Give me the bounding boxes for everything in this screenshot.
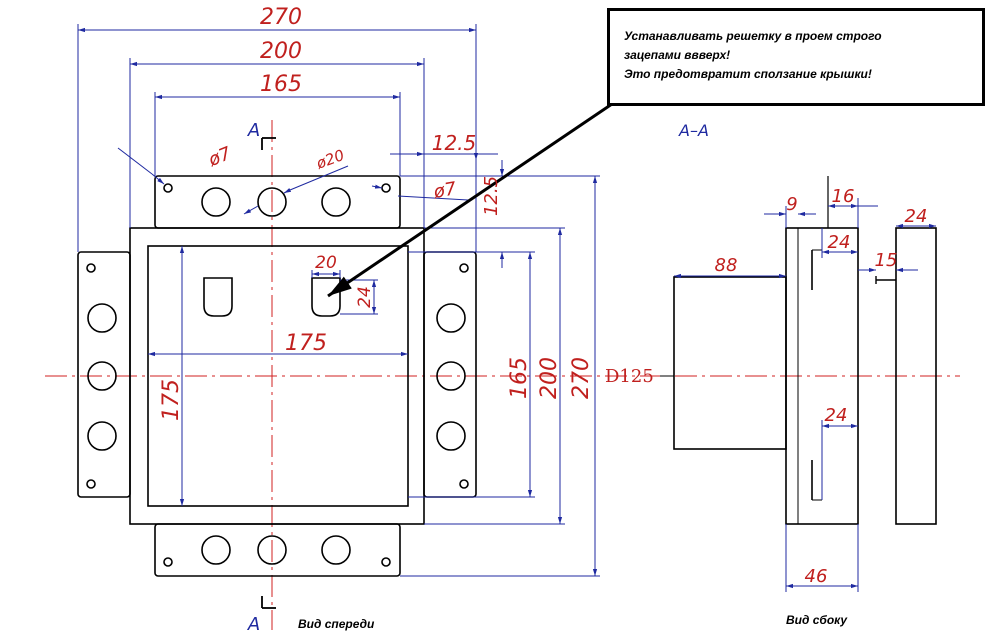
dim-20-slot: 20 <box>315 253 337 273</box>
dim-side-16: 16 <box>832 186 855 207</box>
dim-side-24-mid: 24 <box>825 405 848 426</box>
note-leader <box>327 102 613 298</box>
section-marker-bottom: A <box>247 614 260 635</box>
dim-side-24-top: 24 <box>828 232 851 253</box>
side-view <box>673 176 937 525</box>
section-marker-top: A <box>247 120 260 141</box>
dim-165-top: 165 <box>260 72 302 97</box>
note-line-2: зацепами ввверх! <box>624 48 731 62</box>
front-view <box>77 175 477 577</box>
duct-label: D125 <box>605 366 654 387</box>
dim-d7-right: ø7 <box>431 178 458 203</box>
note-line-1: Устанавливать решетку в проем строго <box>624 29 882 43</box>
dimension-labels: 270 200 165 12.5 12.5 ø7 ø20 ø7 20 24 17… <box>159 5 927 587</box>
dim-side-88: 88 <box>715 255 738 276</box>
dim-270-top: 270 <box>260 5 302 30</box>
dim-side-15: 15 <box>875 250 898 271</box>
dim-270-right: 270 <box>569 357 594 399</box>
dim-12-5-h: 12.5 <box>432 131 477 155</box>
mounting-holes <box>86 183 469 567</box>
dim-side-9: 9 <box>786 194 797 215</box>
dim-24-slot: 24 <box>355 286 375 308</box>
note-line-3: Это предотвратит сползание крышки! <box>624 67 872 81</box>
dim-side-46: 46 <box>805 566 828 587</box>
dim-200-top: 200 <box>260 39 302 64</box>
center-lines <box>45 120 960 630</box>
dim-12-5-v: 12.5 <box>481 176 502 216</box>
section-label: A–A <box>678 121 709 140</box>
dim-175-v: 175 <box>159 379 184 421</box>
caption-side: Вид сбоку <box>786 613 848 627</box>
side-dimensions <box>674 198 936 592</box>
dim-165-right: 165 <box>507 357 532 399</box>
installation-note: Устанавливать решетку в проем строго зац… <box>607 8 985 106</box>
caption-front: Вид спереди <box>298 617 375 631</box>
dim-175-h: 175 <box>285 331 327 356</box>
dim-200-right: 200 <box>537 357 562 399</box>
section-markers <box>261 137 276 609</box>
dim-d7-left: ø7 <box>205 143 235 171</box>
front-dimensions <box>77 24 600 577</box>
dim-side-24-far: 24 <box>905 206 928 227</box>
